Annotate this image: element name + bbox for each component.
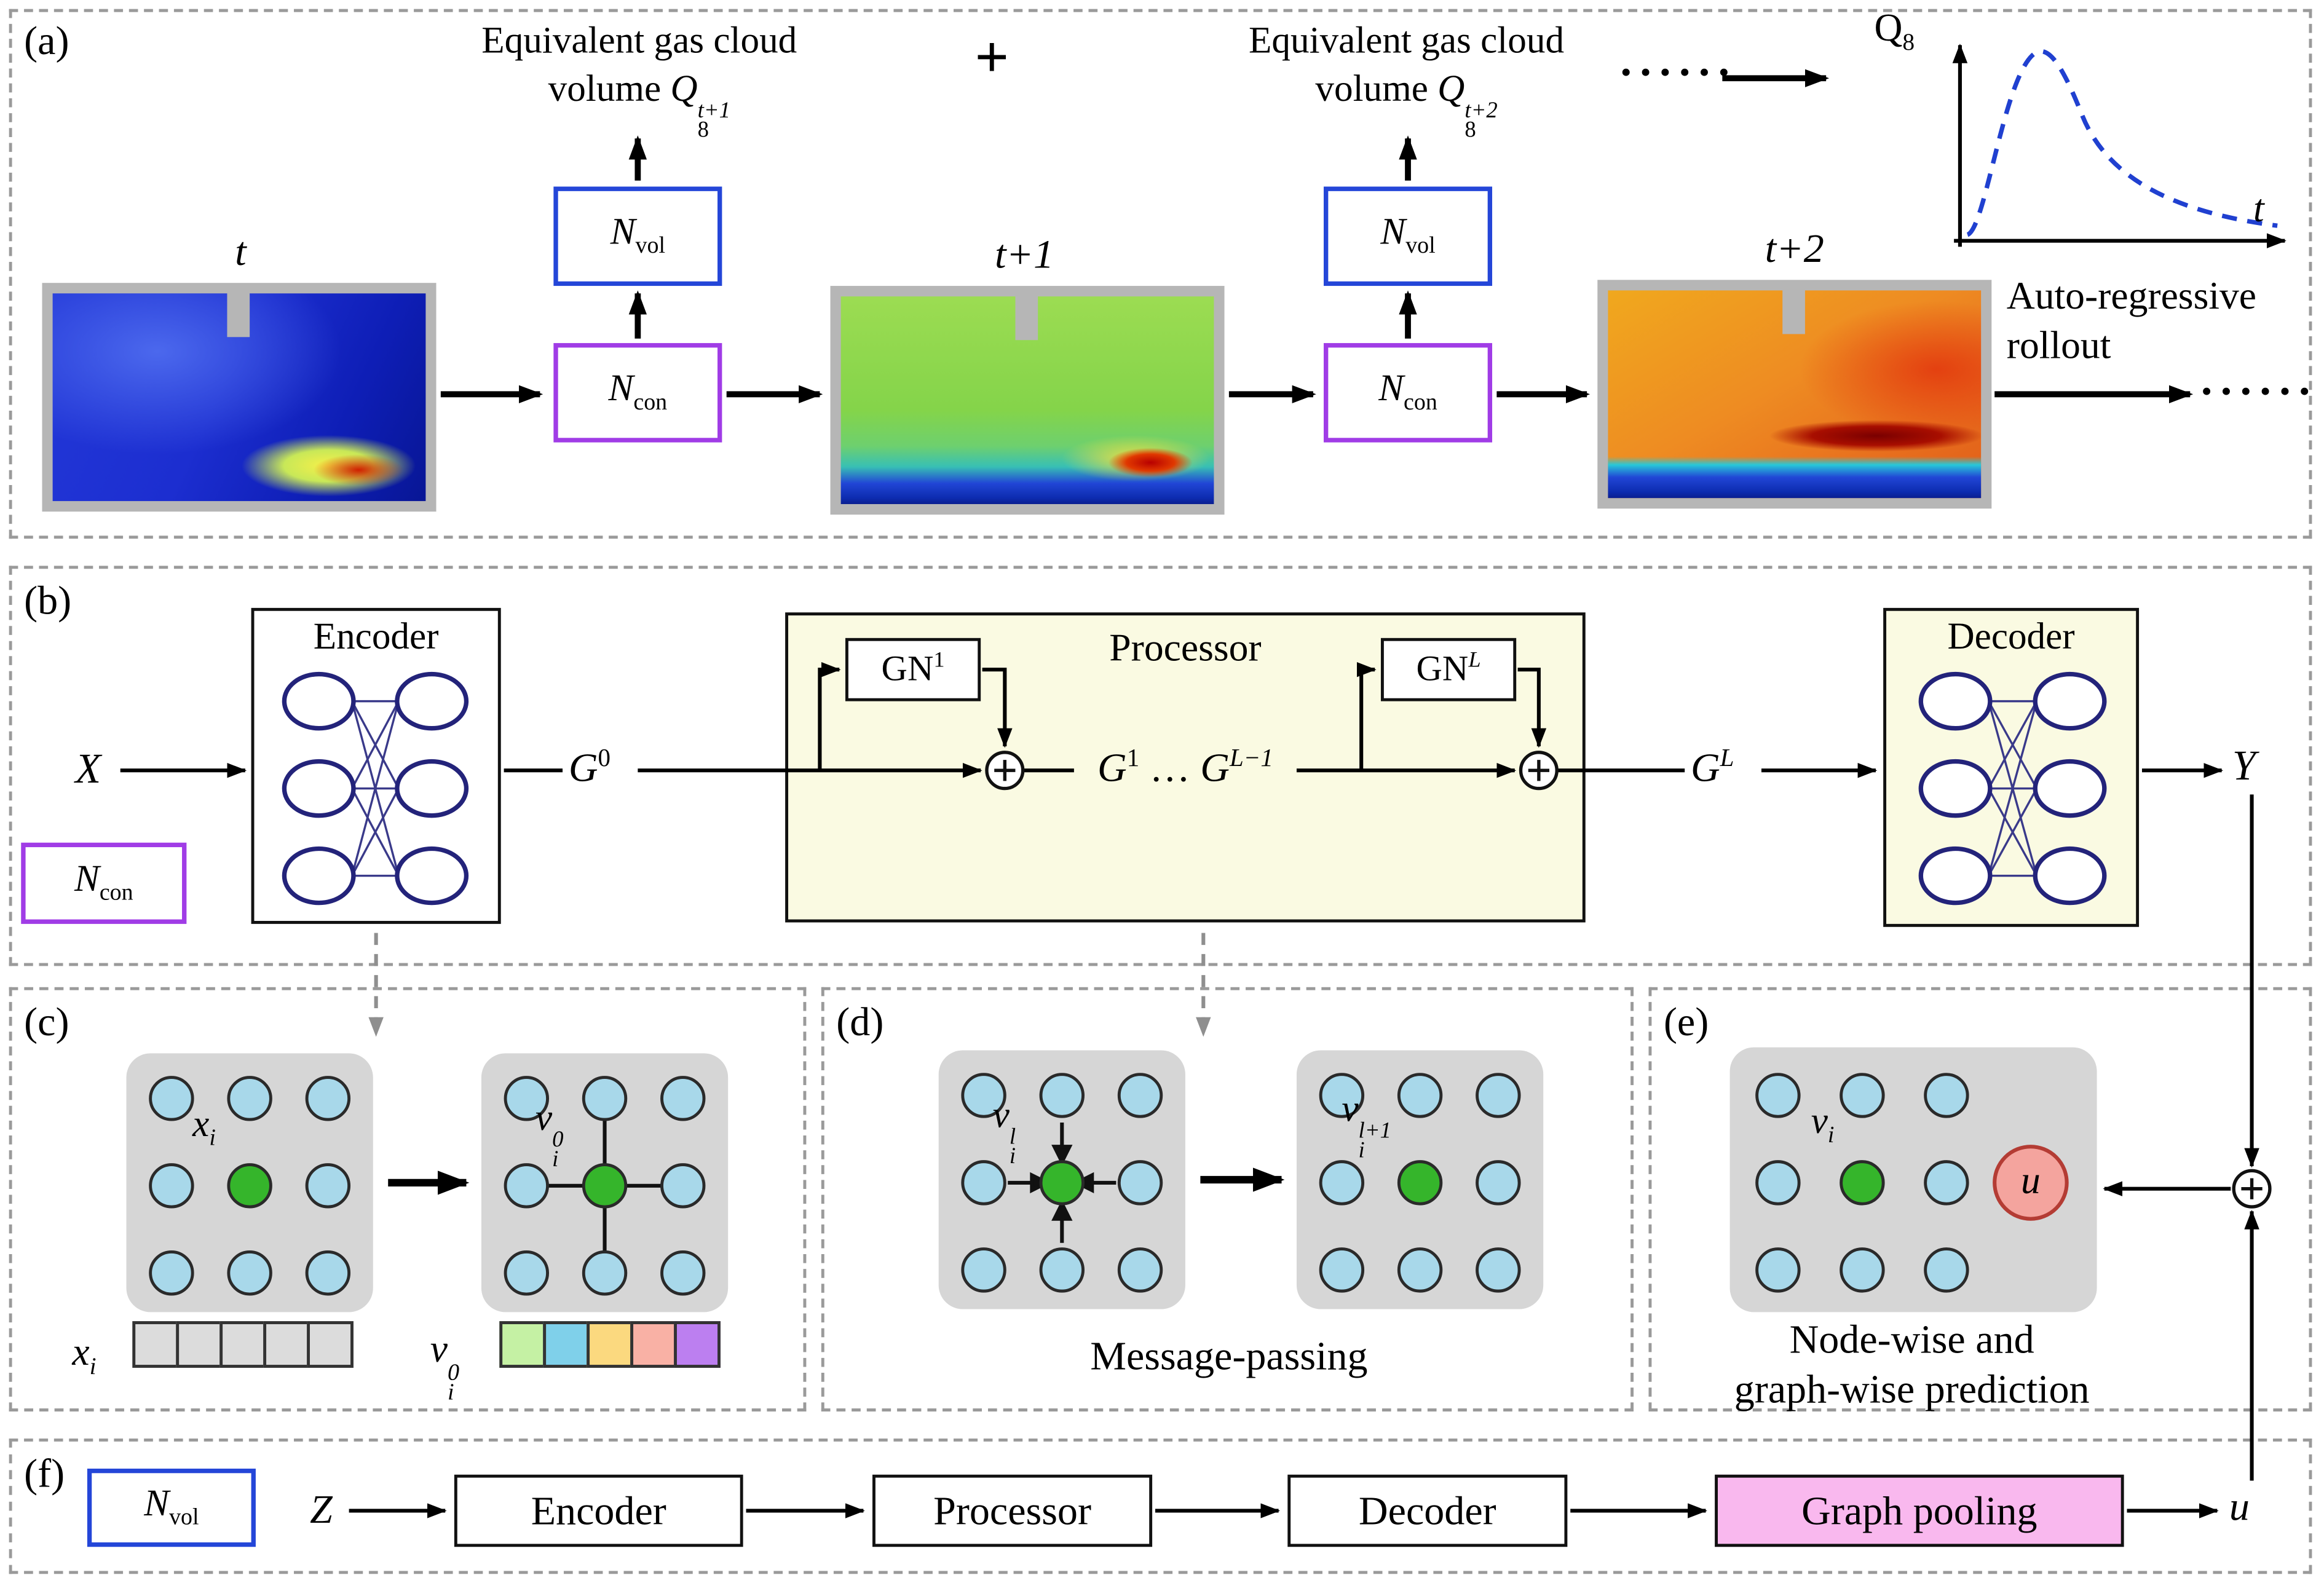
rollout-dots: ······ — [1618, 48, 1736, 98]
panel-f-label: (f) — [24, 1450, 65, 1496]
panel-d-label: (d) — [836, 999, 884, 1044]
vector-cell — [630, 1321, 677, 1368]
panel-c-label: (c) — [24, 999, 69, 1044]
snapshot-t-frame — [42, 283, 437, 512]
nvol-box-2: Nvol — [1324, 186, 1493, 286]
decoder-title: Decoder — [1947, 617, 2075, 658]
vector-cell — [543, 1321, 590, 1368]
decoder-network-nodes — [1918, 671, 2107, 906]
ncon-box-1: Ncon — [553, 343, 722, 443]
grid-blue-nodes — [504, 1076, 706, 1296]
rollout-end-dots: ······ — [2199, 367, 2317, 417]
vector-cell — [307, 1321, 354, 1368]
grid-blue-nodes — [1755, 1073, 1969, 1293]
encoder-title: Encoder — [313, 617, 439, 658]
panel-c — [9, 987, 807, 1411]
encoder-network-nodes — [282, 671, 469, 906]
snapshot-t-notch — [227, 286, 250, 338]
inset-plot-xlabel: t — [2253, 186, 2264, 231]
u-node — [1993, 1145, 2069, 1221]
feature-vector-v — [499, 1321, 721, 1368]
gnl-box: GNL — [1380, 638, 1517, 701]
decoder-stage: Decoder — [1287, 1474, 1568, 1547]
vi-label: vi — [1811, 1101, 1835, 1148]
node-grid-message-out-nodes — [1319, 1073, 1521, 1293]
panel-a-label: (a) — [24, 18, 69, 63]
g0-label: G0 — [568, 743, 611, 791]
z-input-label: Z — [309, 1486, 333, 1532]
decoder-network — [1918, 671, 2107, 906]
inset-plot-ylabel: Q8 — [1874, 6, 1915, 57]
y-output-label: Y — [2232, 743, 2256, 791]
grid-blue-nodes — [149, 1076, 351, 1296]
vector-cell — [587, 1321, 634, 1368]
message-passing-caption: Message-passing — [1090, 1333, 1368, 1379]
ncon-box-b: Ncon — [21, 842, 187, 924]
encoder-network — [282, 671, 469, 906]
panel-d — [821, 987, 1634, 1411]
panel-b — [9, 566, 2312, 966]
u-node-label: u — [2021, 1158, 2041, 1202]
snapshot-t2-label: t+2 — [1765, 226, 1824, 271]
grid-green-node — [582, 1163, 628, 1209]
graph-pooling-stage: Graph pooling — [1715, 1474, 2124, 1547]
vector-cell — [132, 1321, 180, 1368]
processor-stage: Processor — [872, 1474, 1153, 1547]
encoder-stage: Encoder — [454, 1474, 743, 1547]
feature-vector-x — [132, 1321, 354, 1368]
panel-e — [1648, 987, 2312, 1411]
grid-green-node — [227, 1163, 272, 1209]
panel-b-label: (b) — [24, 577, 72, 623]
node-grid-encoded-nodes — [504, 1076, 706, 1296]
grid-blue-nodes — [1319, 1073, 1521, 1293]
vector-cell — [263, 1321, 310, 1368]
processor-title: Processor — [1109, 626, 1262, 670]
vector-cell — [499, 1321, 547, 1368]
panel-f — [9, 1439, 2312, 1574]
snapshot-t-label: t — [235, 229, 247, 274]
snapshot-t1-notch — [1015, 288, 1038, 341]
grid-green-node — [1397, 1160, 1443, 1206]
panel-e-label: (e) — [1663, 999, 1709, 1044]
message-arrows — [1008, 1122, 1117, 1243]
node-grid-message-in-nodes — [961, 1073, 1163, 1293]
grid-blue-nodes — [961, 1073, 1163, 1293]
xi-label: xi — [192, 1104, 216, 1151]
vector-cell — [219, 1321, 267, 1368]
nvol-box-f: Nvol — [87, 1468, 256, 1547]
snapshot-t1-label: t+1 — [995, 231, 1054, 277]
g-mid-label: G1 … GL−1 — [1097, 743, 1273, 791]
node-grid-prediction-nodes — [1755, 1073, 2069, 1293]
encoder-network-edges — [350, 700, 400, 877]
grid-green-node — [1039, 1160, 1085, 1206]
node-grid-input-nodes — [149, 1076, 351, 1296]
vector-cell — [674, 1321, 721, 1368]
ncon-box-2: Ncon — [1324, 343, 1493, 443]
panel-a — [9, 9, 2312, 539]
grid-green-node — [1840, 1160, 1885, 1206]
x-input-label: X — [75, 746, 101, 793]
nvol-box-1: Nvol — [553, 186, 722, 286]
gn1-box: GN1 — [845, 638, 981, 701]
vector-cell — [176, 1321, 223, 1368]
plus-operator: + — [974, 22, 1010, 90]
gl-label: GL — [1690, 743, 1734, 791]
x-vector-label: xi — [72, 1330, 97, 1380]
u-output-label: u — [2229, 1483, 2250, 1529]
decoder-network-edges — [1987, 700, 2038, 877]
snapshot-t2-notch — [1782, 283, 1805, 334]
